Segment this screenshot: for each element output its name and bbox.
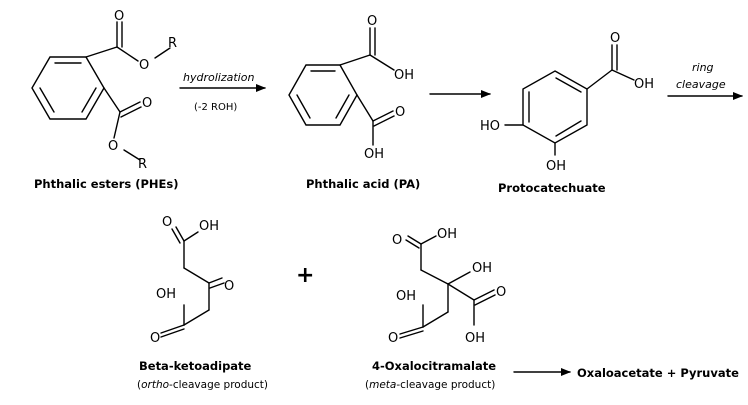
oxm-carbonyl-o-bottom: O <box>388 331 398 346</box>
pa-oh-upper: OH <box>394 68 414 83</box>
bka-carbonyl-o-top: O <box>162 215 172 230</box>
ester-o-lower: O <box>108 139 118 154</box>
ester-carbonyl-o-upper: O <box>114 9 124 24</box>
pcat-oh-ring: OH <box>546 159 566 174</box>
phthalic-acid-structure <box>288 27 395 146</box>
oxm-oh-tertiary: OH <box>472 261 492 276</box>
ester-o-upper: O <box>139 58 149 73</box>
oxm-oh-right: OH <box>465 331 485 346</box>
ring-cleavage-label-2: cleavage <box>676 78 726 91</box>
ester-r-upper: R <box>168 36 177 51</box>
phthalic-esters-caption: Phthalic esters (PHEs) <box>34 177 179 191</box>
pcat-carbonyl-o: O <box>610 31 620 46</box>
pa-carbonyl-o-lower: O <box>395 105 405 120</box>
protocatechuate-structure <box>504 44 635 156</box>
ring-cleavage-label-1: ring <box>692 61 714 74</box>
protocatechuate-caption: Protocatechuate <box>498 181 606 195</box>
beta-ketoadipate-note: (ortho-cleavage product) <box>137 379 268 391</box>
ortho-word: ortho <box>141 379 169 391</box>
hydrolization-label: hydrolization <box>183 71 254 84</box>
bka-carbonyl-o-bottom: O <box>150 331 160 346</box>
ortho-note-rest: -cleavage product) <box>169 379 268 391</box>
oxalocitramalate-note: (meta-cleavage product) <box>365 379 495 391</box>
oxalocitramalate-structure <box>399 235 496 339</box>
pcat-oh-carboxyl: OH <box>634 77 654 92</box>
plus-sign: + <box>296 263 314 288</box>
oxm-oh-left: OH <box>396 289 416 304</box>
phthalic-esters-structure <box>31 21 171 161</box>
oxm-oh-top: OH <box>437 227 457 242</box>
oxm-carbonyl-o-top: O <box>392 233 402 248</box>
phthalic-acid-caption: Phthalic acid (PA) <box>306 177 420 191</box>
pcat-ho: HO <box>480 119 500 134</box>
beta-ketoadipate-caption: Beta-ketoadipate <box>139 359 252 373</box>
oxm-carbonyl-o-right: O <box>496 285 506 300</box>
bka-oh-top: OH <box>199 219 219 234</box>
pa-oh-lower: OH <box>364 147 384 162</box>
bka-keto-o: O <box>224 279 234 294</box>
ester-r-lower: R <box>138 157 147 172</box>
bka-oh-bottom: OH <box>156 287 176 302</box>
ester-carbonyl-o-lower: O <box>142 96 152 111</box>
pa-carbonyl-o-upper: O <box>367 14 377 29</box>
beta-ketoadipate-structure <box>160 226 225 338</box>
hydrolization-sublabel: (-2 ROH) <box>194 102 237 113</box>
meta-note-rest: -cleavage product) <box>396 379 495 391</box>
oxalocitramalate-caption: 4-Oxalocitramalate <box>372 359 496 373</box>
meta-word: meta <box>369 379 396 391</box>
final-products-caption: Oxaloacetate + Pyruvate <box>577 366 739 380</box>
